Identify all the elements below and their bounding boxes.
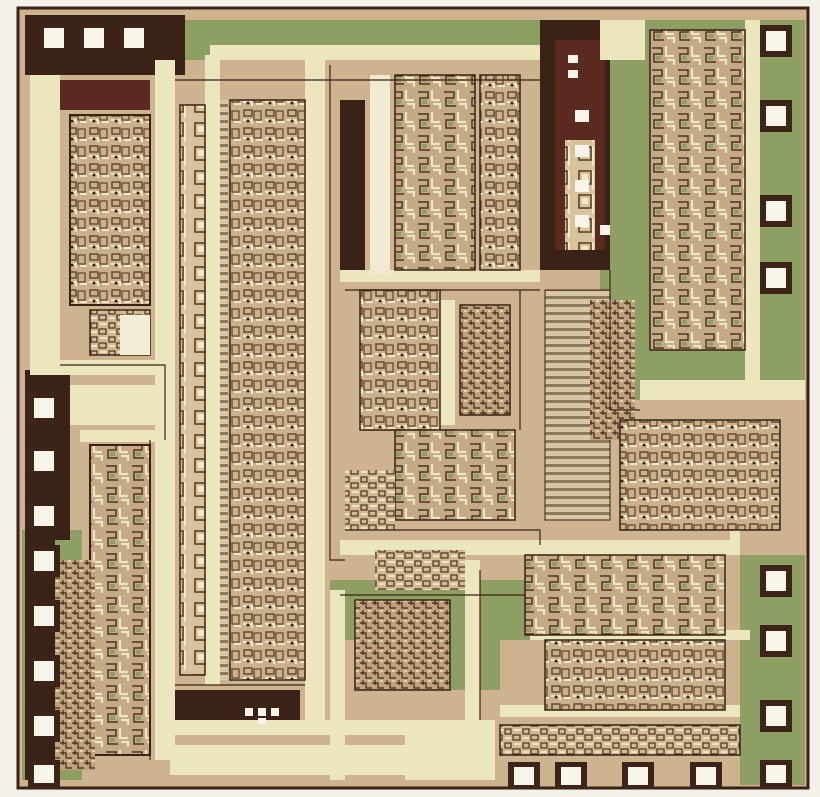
bond-pad (28, 500, 60, 532)
bond-pad (760, 760, 792, 788)
bond-pad (38, 22, 70, 54)
vertical-strip-a (370, 75, 390, 275)
bond-pad (508, 762, 540, 788)
bond-pad (760, 700, 792, 732)
bond-pad (760, 25, 792, 57)
cell-array-mid-lower (394, 429, 516, 521)
bond-pad (760, 565, 792, 597)
cell-array-mid-center (459, 304, 511, 416)
cell-array-bottom-right-a (524, 554, 726, 636)
bond-pad (760, 625, 792, 657)
logic-bottom-mid (375, 550, 465, 590)
contact-squares (245, 55, 610, 724)
bond-pad (28, 545, 60, 577)
cell-array-bottom-center (354, 599, 451, 691)
column-divider (220, 100, 228, 680)
column-array-1 (179, 104, 206, 676)
dense-logic-left (55, 560, 95, 770)
bond-pad (28, 760, 60, 788)
dense-center-right (590, 300, 635, 440)
cell-array-left-top (69, 114, 151, 306)
bond-pad (690, 762, 722, 788)
cell-array-bottom-strip (499, 724, 741, 756)
bond-pad (78, 22, 110, 54)
bond-pad (28, 710, 60, 742)
cell-array-top-right (479, 74, 521, 271)
bond-pad (760, 195, 792, 227)
column-array-2 (229, 99, 306, 681)
bond-pads (28, 22, 792, 788)
bond-pad (28, 655, 60, 687)
bond-pad (118, 22, 150, 54)
contact-column (565, 140, 595, 250)
small-cells-mid (345, 470, 395, 530)
bond-pad (555, 762, 587, 788)
bond-pad (28, 392, 60, 424)
cell-array-right-mid (619, 419, 781, 531)
bond-pad (760, 100, 792, 132)
cell-array-top-center (394, 74, 476, 271)
bond-pad (28, 600, 60, 632)
routing-traces (60, 65, 640, 760)
light-patch (120, 315, 150, 355)
cell-array-right (649, 29, 746, 351)
cell-array-mid-left (359, 289, 441, 431)
bond-pad (622, 762, 654, 788)
cell-array-bottom-right-b (544, 639, 726, 711)
bond-pad (28, 445, 60, 477)
cell-array-left-bottom (89, 444, 151, 756)
bond-pad (760, 262, 792, 294)
